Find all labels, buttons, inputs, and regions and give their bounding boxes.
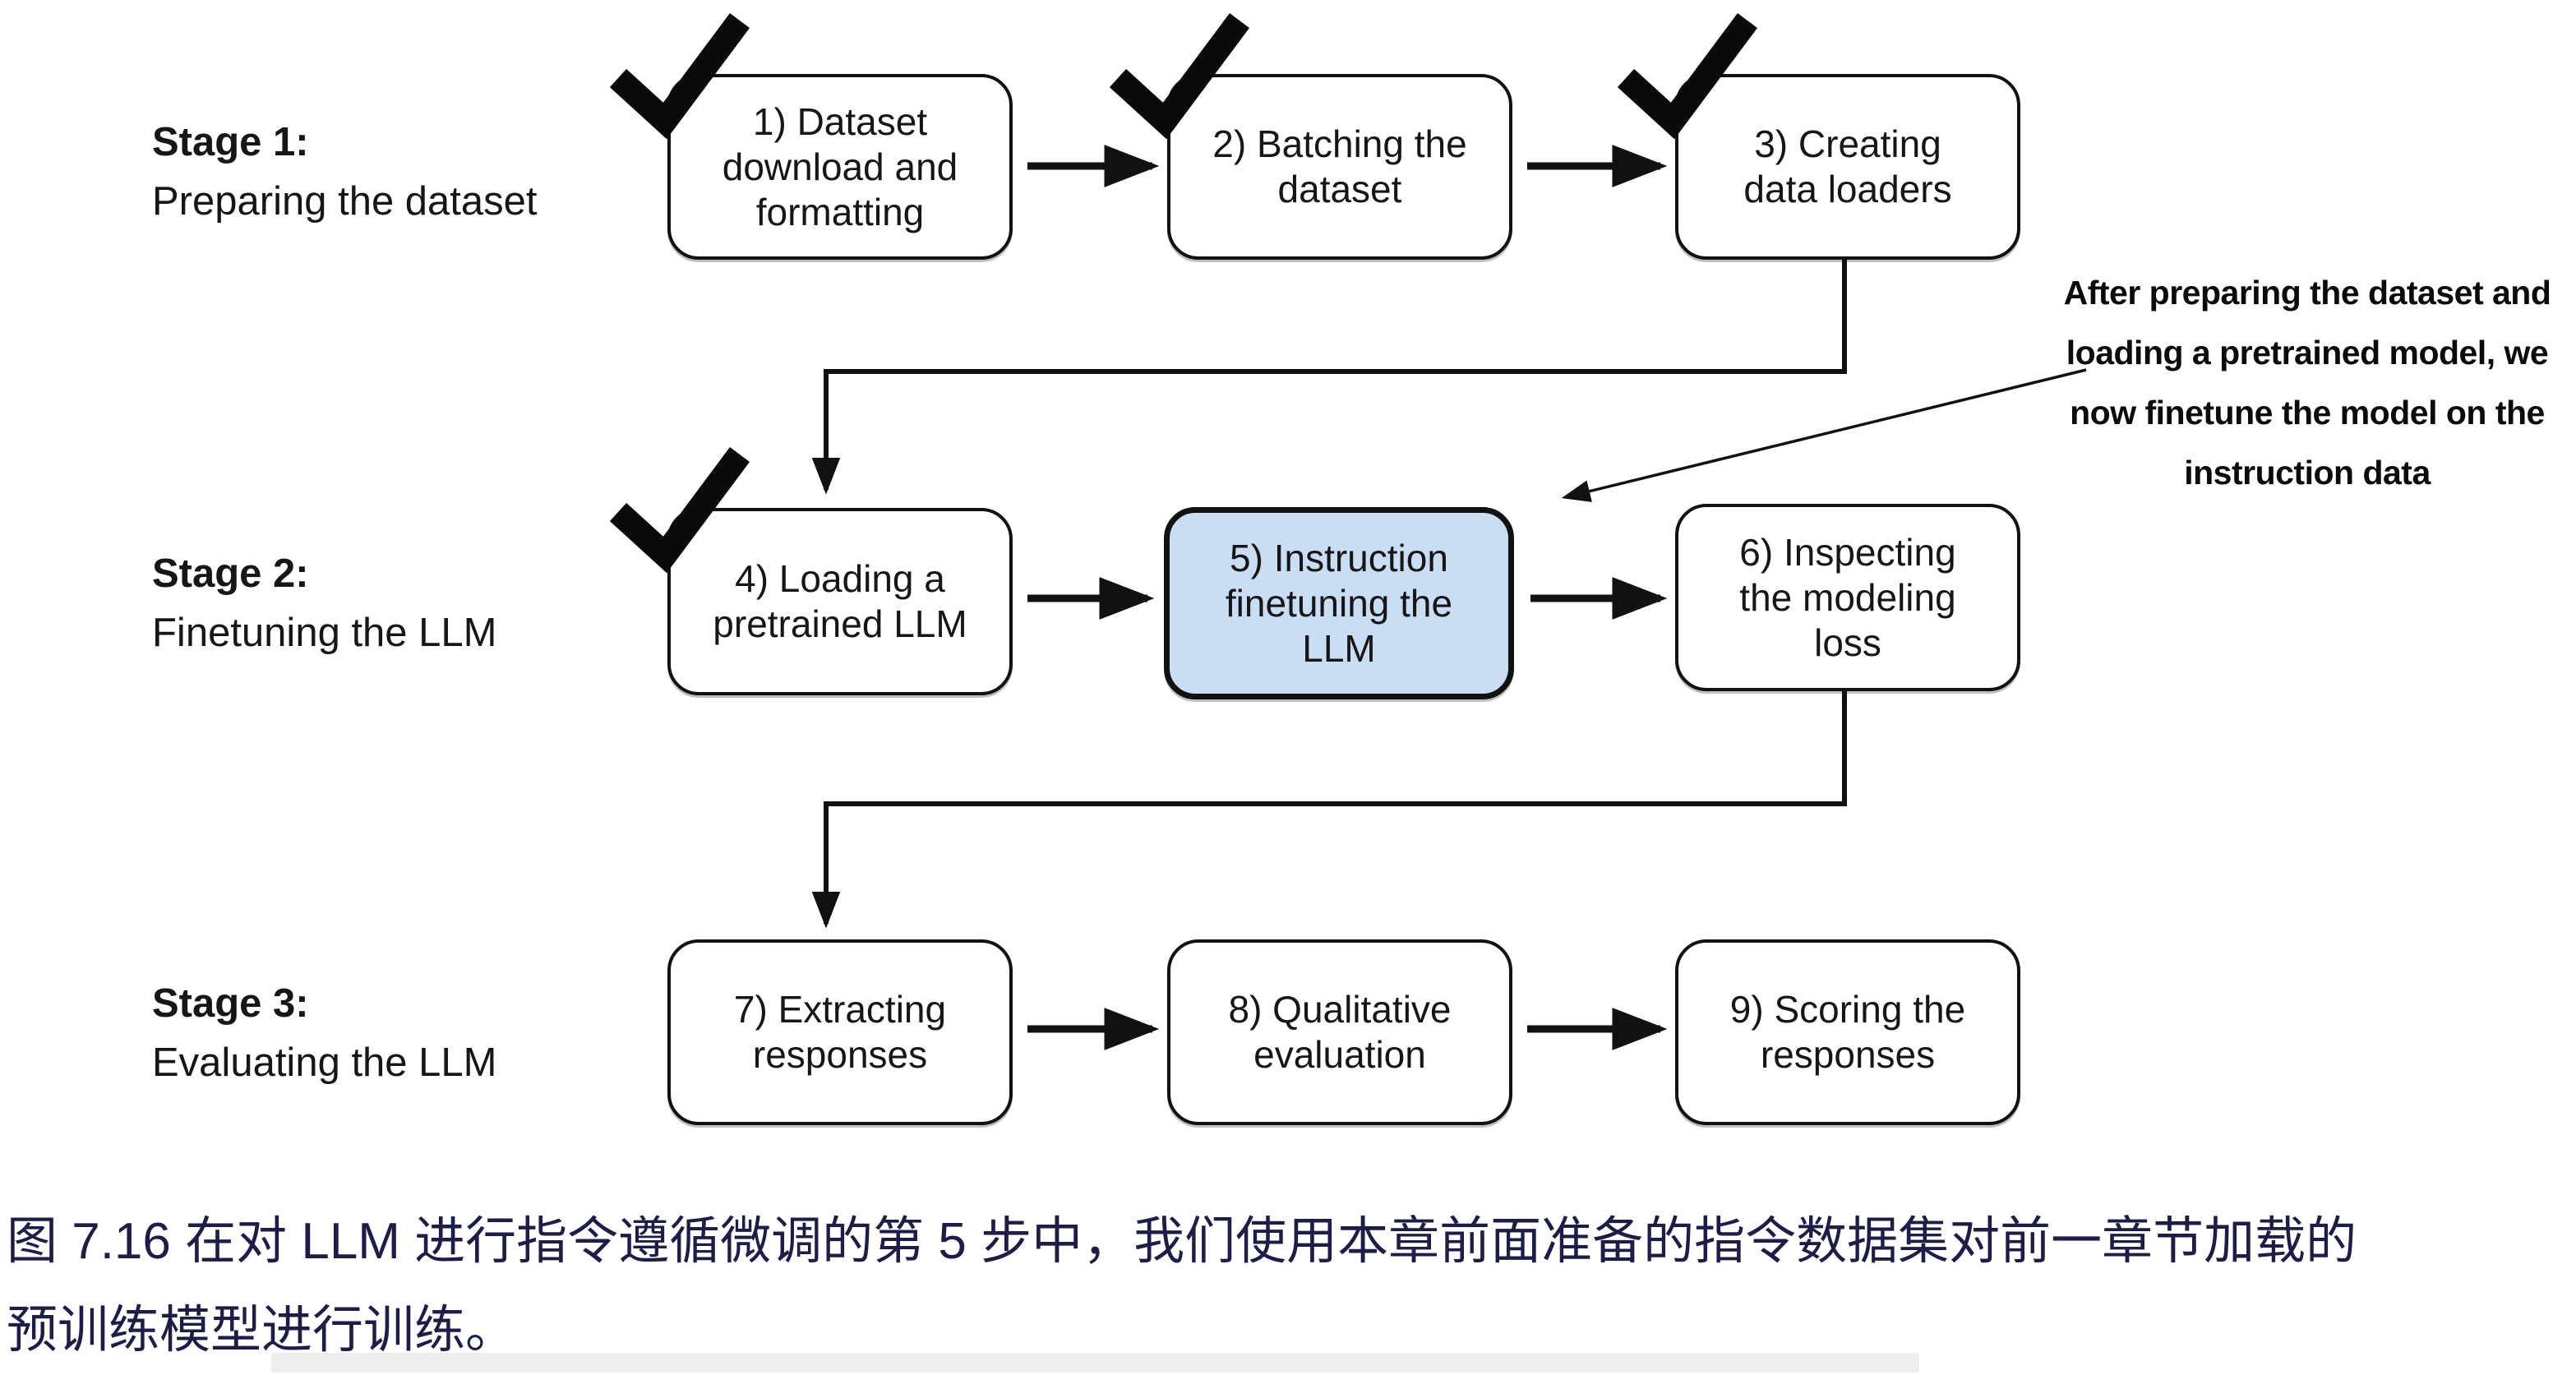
flow-box-1: 1) Dataset download and formatting [667,74,1013,260]
flow-box-7-label: 7) Extracting responses [733,988,947,1076]
flow-box-2-label: 2) Batching the dataset [1212,122,1467,210]
stage-3-subtitle: Evaluating the LLM [152,1040,497,1085]
annotation-note: After preparing the dataset and loading … [2063,274,2551,491]
flow-box-7: 7) Extracting responses [667,939,1013,1125]
flow-box-3-label: 3) Creating data loaders [1743,122,1952,210]
flow-box-6-label: 6) Inspecting the modeling loss [1739,530,1956,664]
stage-1-subtitle: Preparing the dataset [152,179,538,224]
stage-3-title: Stage 3: [152,981,309,1026]
page-edge-strip [271,1353,1919,1373]
flow-box-4-label: 4) Loading a pretrained LLM [713,557,967,645]
stage-1-label: Stage 1: Preparing the dataset [152,113,538,231]
connector-stage1-stage2 [811,256,1847,495]
figure-caption: 图 7.16 在对 LLM 进行指令遵循微调的第 5 步中，我们使用本章前面准备… [7,1213,2357,1359]
flow-box-6: 6) Inspecting the modeling loss [1675,504,2020,691]
stage-2-subtitle: Finetuning the LLM [152,611,497,655]
flow-box-4: 4) Loading a pretrained LLM [667,508,1013,695]
stage-1-title: Stage 1: [152,120,309,164]
flow-box-1-label: 1) Dataset download and formatting [722,99,958,233]
connector-stage2-stage3 [811,690,1847,929]
stage-2-title: Stage 2: [152,551,309,596]
flow-box-5-highlighted: 5) Instruction finetuning the LLM [1164,507,1514,699]
flow-box-5-label: 5) Instruction finetuning the LLM [1225,536,1453,670]
flow-box-2: 2) Batching the dataset [1167,74,1512,260]
flow-box-3: 3) Creating data loaders [1675,74,2020,260]
stage-3-label: Stage 3: Evaluating the LLM [152,974,497,1092]
annotation-arrow [1561,368,2087,502]
flow-box-9: 9) Scoring the responses [1675,939,2020,1125]
flow-box-8: 8) Qualitative evaluation [1167,939,1512,1125]
flow-box-9-label: 9) Scoring the responses [1729,988,1966,1076]
flow-box-8-label: 8) Qualitative evaluation [1228,988,1452,1076]
stage-2-label: Stage 2: Finetuning the LLM [152,544,497,662]
